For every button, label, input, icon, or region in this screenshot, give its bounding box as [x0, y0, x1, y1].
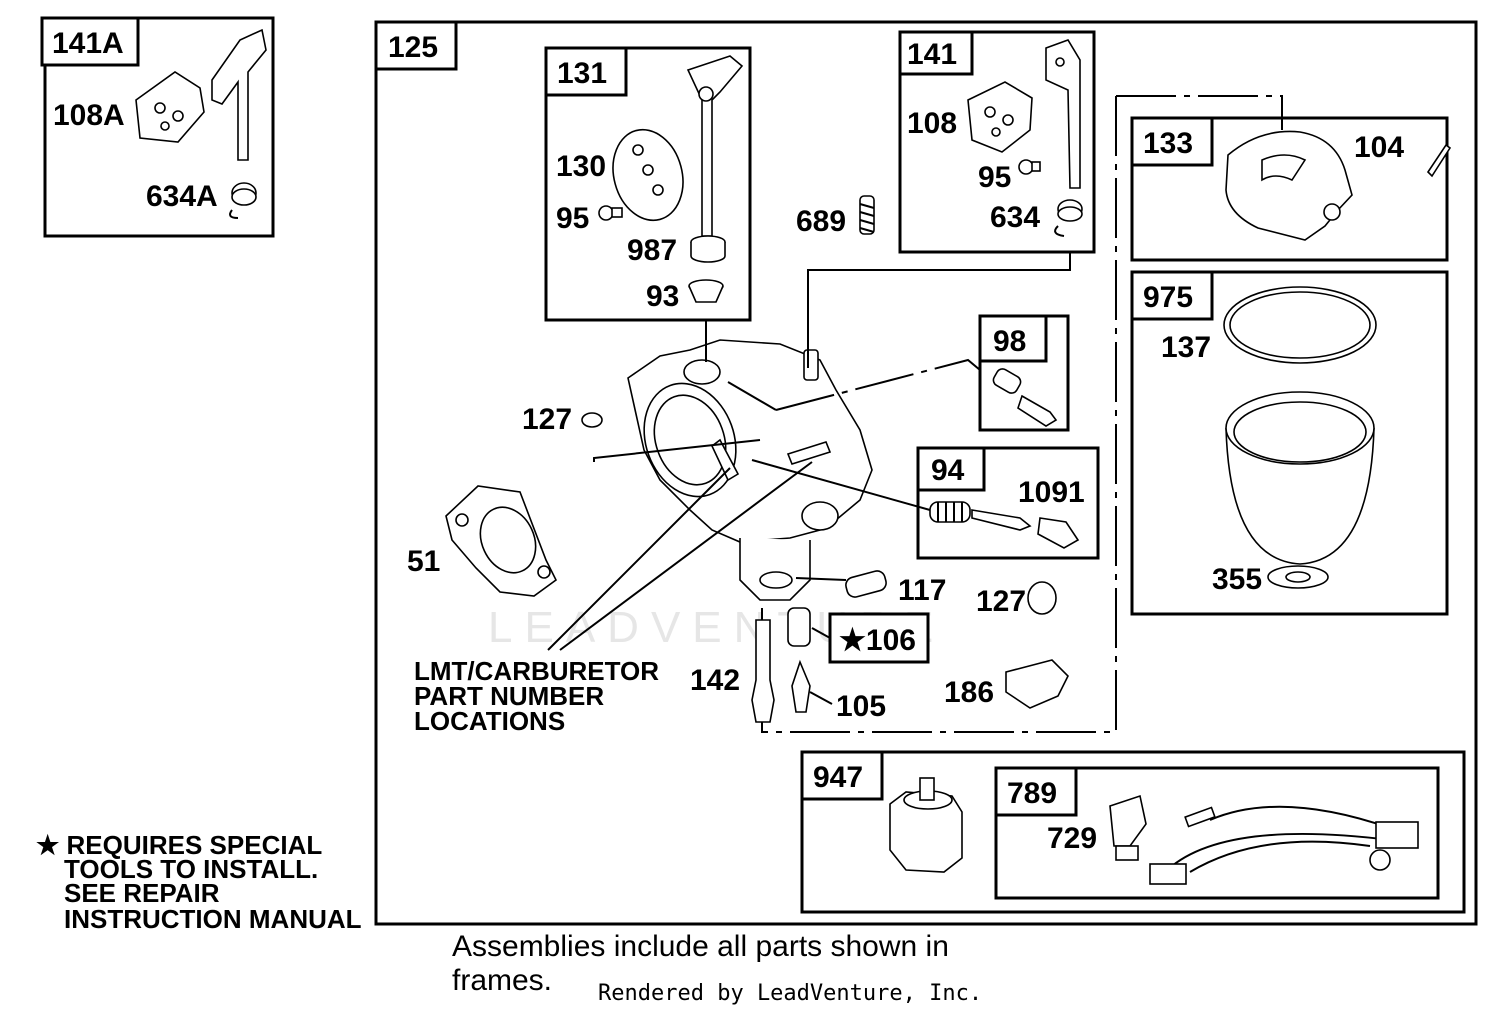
leader-98-a	[727, 381, 777, 411]
frame-975: 975 137 355	[1130, 270, 1449, 616]
choke-shaft-shape	[1045, 39, 1081, 189]
frame-label-947: 947	[813, 761, 863, 794]
frame-label-141: 141	[907, 38, 957, 71]
label-105: 105	[836, 690, 886, 723]
gasket-51: 51	[407, 485, 558, 597]
leader-127	[593, 439, 761, 462]
label-186: 186	[944, 676, 994, 709]
frame-label-125: 125	[388, 31, 438, 64]
float-133-shape	[1225, 130, 1353, 241]
part-number-location-2	[786, 441, 832, 465]
footer-line-1: Assemblies include all parts shown in	[452, 930, 949, 963]
note-line-1: ★ REQUIRES SPECIAL	[36, 830, 322, 860]
label-51: 51	[407, 545, 440, 578]
frame-label-141A: 141A	[52, 27, 124, 60]
leader-141	[807, 252, 1071, 368]
frame-133: 133 104	[1130, 116, 1452, 262]
note-line-4: INSTRUCTION MANUAL	[64, 904, 362, 934]
clip-729-shape	[1109, 794, 1147, 847]
leader-part-number-callout	[547, 461, 813, 651]
frame-label-789: 789	[1007, 777, 1057, 810]
frame-125: 125	[374, 20, 1478, 926]
throttle-shaft-shape	[686, 55, 744, 237]
wire-harness-3	[1189, 840, 1371, 873]
label-142: 142	[690, 664, 740, 697]
label-130: 130	[556, 150, 606, 183]
label-127-lower: 127	[976, 585, 1026, 618]
label-95-throttle: 95	[556, 202, 589, 235]
frame-label-94: 94	[931, 454, 965, 487]
label-634A: 634A	[146, 180, 218, 213]
nozzle-142-shape	[751, 619, 775, 723]
pin-104-shape	[1426, 143, 1452, 178]
callout-line-1: LMT/CARBURETOR	[414, 656, 659, 686]
leader-106	[811, 627, 831, 639]
leader-94	[751, 459, 931, 511]
choke-plate-108-shape	[967, 81, 1033, 153]
label-93: 93	[646, 280, 679, 313]
group-outline-top	[1116, 95, 1283, 130]
label-634: 634	[990, 201, 1040, 234]
leader-98-b	[775, 358, 981, 411]
label-137: 137	[1161, 331, 1211, 364]
frame-141A: 141A 108A 634A	[40, 16, 275, 238]
plug-127-shape	[1027, 581, 1057, 615]
jet-106-shape	[787, 607, 811, 647]
frame-141: 141 108 95 634	[898, 30, 1096, 254]
leader-105	[809, 691, 833, 705]
label-95-choke: 95	[978, 161, 1011, 194]
label-987: 987	[627, 234, 677, 267]
frame-98: 98	[978, 314, 1070, 432]
shaft-141A-shape	[211, 28, 267, 161]
label-729: 729	[1047, 822, 1097, 855]
frame-131: 131 130 95 987 93	[544, 46, 752, 322]
label-108: 108	[907, 107, 957, 140]
frame-label-133: 133	[1143, 127, 1193, 160]
render-credit: Rendered by LeadVenture, Inc.	[598, 981, 982, 1006]
spring-689: 689	[796, 195, 875, 238]
needle-105-shape	[791, 659, 811, 713]
label-108A: 108A	[53, 99, 125, 132]
float-bowl-shape	[1225, 427, 1375, 565]
label-1091: 1091	[1018, 476, 1085, 509]
frame-label-131: 131	[557, 57, 607, 90]
spring-117-shape	[845, 570, 887, 598]
elbow-186-shape	[1005, 659, 1069, 709]
wire-harness-1	[1209, 805, 1391, 829]
leader-117	[795, 577, 847, 581]
label-689: 689	[796, 205, 846, 238]
label-106: ★106	[839, 624, 916, 657]
special-tools-note: ★ REQUIRES SPECIAL TOOLS TO INSTALL. SEE…	[36, 830, 362, 934]
part-number-callout: LMT/CARBURETOR PART NUMBER LOCATIONS	[414, 656, 659, 736]
frame-label-975: 975	[1143, 281, 1193, 314]
label-127-upper: 127	[522, 403, 572, 436]
label-117: 117	[898, 574, 946, 607]
note-line-3: SEE REPAIR	[64, 878, 220, 908]
label-104: 104	[1354, 131, 1404, 164]
footer-line-2: frames.	[452, 964, 552, 997]
callout-line-2: PART NUMBER	[414, 681, 604, 711]
note-line-2: TOOLS TO INSTALL.	[64, 854, 318, 884]
wire-harness-2	[1171, 832, 1391, 867]
frame-94: 94 1091	[916, 446, 1100, 560]
frame-label-98: 98	[993, 325, 1026, 358]
frame-947: 947	[800, 750, 1466, 914]
label-355: 355	[1212, 563, 1262, 596]
callout-line-3: LOCATIONS	[414, 706, 565, 736]
frame-789: 789 729	[994, 766, 1440, 900]
carburetor-body	[627, 339, 873, 601]
plate-108A-shape	[135, 71, 205, 143]
